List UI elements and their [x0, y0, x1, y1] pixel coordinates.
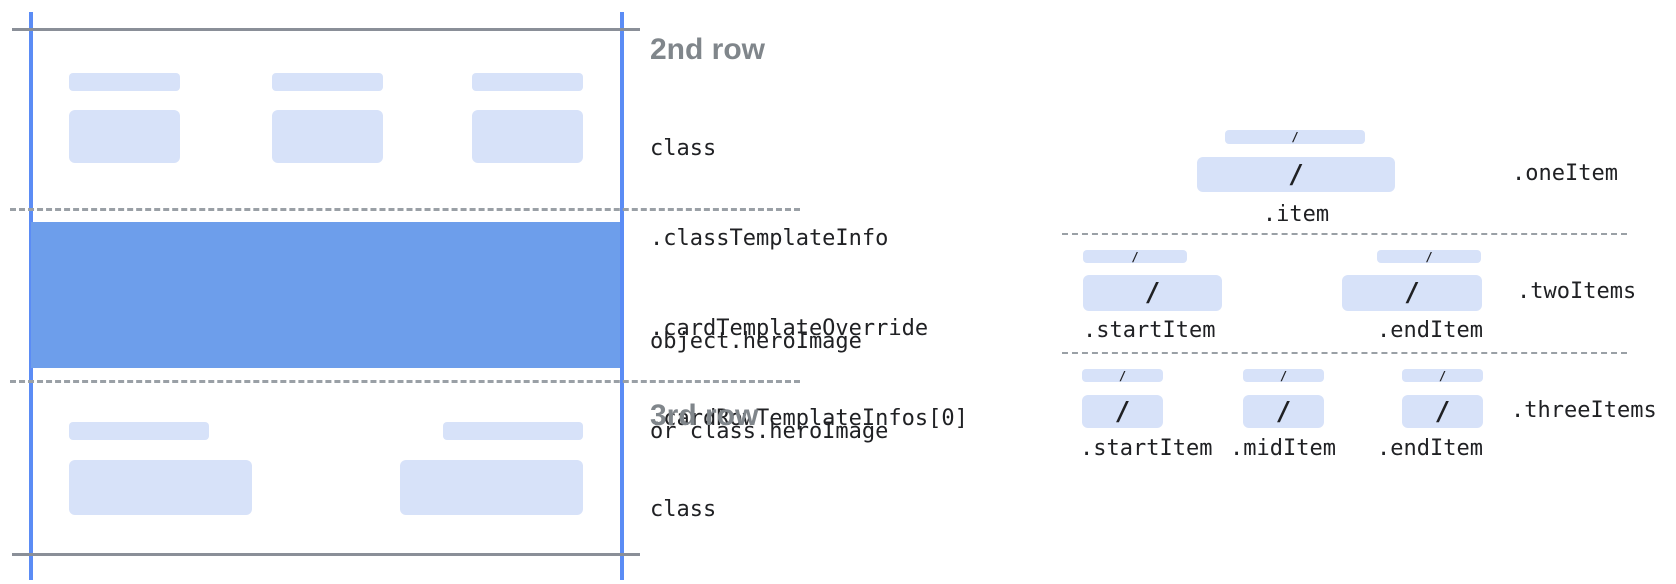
placeholder-slash: / — [1291, 130, 1299, 144]
row3-start-value-block — [69, 460, 252, 515]
placeholder-slash: / — [1144, 278, 1161, 308]
row2-heading: 2nd row — [650, 33, 766, 66]
row2-col3-value-block — [472, 110, 583, 163]
one-item-field-label: .item — [1262, 202, 1330, 227]
row2-col1-value-block — [69, 110, 180, 163]
three-items-row-label: .threeItems — [1511, 398, 1657, 423]
row2-api-path-line: class — [650, 136, 717, 161]
hero-api-path: object.heroImage or class.heroImage — [650, 267, 888, 507]
three-items-end-label-bar: / — [1402, 369, 1483, 382]
one-item-row-label: .oneItem — [1512, 161, 1618, 186]
row3-end-value-block — [400, 460, 583, 515]
two-items-end-label-bar: / — [1377, 250, 1481, 263]
two-items-start-value-block: / — [1083, 275, 1222, 311]
row2-col3-label-bar — [472, 73, 583, 91]
one-two-dashed-divider — [1062, 233, 1627, 235]
two-items-start-label-bar: / — [1083, 250, 1187, 263]
row2-col1-label-bar — [69, 73, 180, 91]
row2-api-path-line: .cardTemplateOverride — [650, 316, 929, 341]
placeholder-slash: / — [1279, 368, 1288, 383]
two-items-row-label: .twoItems — [1517, 279, 1637, 304]
row2-hero-dashed-divider — [10, 208, 800, 211]
one-item-value-block: / — [1197, 157, 1395, 192]
hero-api-path-line: object.heroImage — [650, 329, 862, 354]
three-items-start-label-bar: / — [1082, 369, 1163, 382]
row2-col2-value-block — [272, 110, 383, 163]
placeholder-slash: / — [1131, 249, 1139, 264]
card-right-guide-line — [620, 12, 624, 580]
placeholder-slash: / — [1425, 249, 1433, 264]
row3-api-path-line: class — [650, 497, 717, 522]
row3-heading: 3rd row — [650, 399, 759, 432]
placeholder-slash: / — [1114, 396, 1131, 427]
hero-image-block — [31, 222, 620, 368]
two-items-end-value-block: / — [1342, 275, 1482, 311]
three-items-start-label: .startItem — [1080, 436, 1213, 461]
three-items-mid-label: .midItem — [1230, 436, 1336, 461]
three-items-end-label: .endItem — [1377, 436, 1483, 461]
row2-api-path: class .classTemplateInfo .cardTemplateOv… — [650, 74, 968, 494]
two-items-start-label: .startItem — [1083, 318, 1216, 343]
three-items-mid-label-bar: / — [1243, 369, 1324, 382]
card-top-edge-line — [12, 28, 640, 31]
row3-start-label-bar — [69, 422, 209, 440]
placeholder-slash: / — [1438, 368, 1447, 383]
three-items-mid-value-block: / — [1243, 395, 1324, 428]
hero-api-path-line: or class.heroImage — [650, 419, 889, 444]
hero-row3-dashed-divider — [10, 380, 800, 383]
row2-api-path-line: .cardRowTemplateInfos[0] — [650, 406, 968, 431]
placeholder-slash: / — [1288, 159, 1304, 190]
row2-api-path-line: .classTemplateInfo — [650, 226, 889, 251]
three-items-end-value-block: / — [1402, 395, 1483, 428]
row3-end-label-bar — [443, 422, 583, 440]
two-items-end-label: .endItem — [1377, 318, 1483, 343]
one-item-label-bar: / — [1225, 130, 1365, 144]
card-bottom-edge-line — [12, 553, 640, 556]
row3-api-path: class .classTemplateInfo .cardTemplateOv… — [650, 437, 968, 584]
two-three-dashed-divider — [1062, 352, 1627, 354]
placeholder-slash: / — [1275, 396, 1292, 427]
placeholder-slash: / — [1434, 396, 1451, 427]
placeholder-slash: / — [1404, 278, 1420, 308]
placeholder-slash: / — [1118, 368, 1127, 383]
three-items-start-value-block: / — [1082, 395, 1163, 428]
row2-col2-label-bar — [272, 73, 383, 91]
